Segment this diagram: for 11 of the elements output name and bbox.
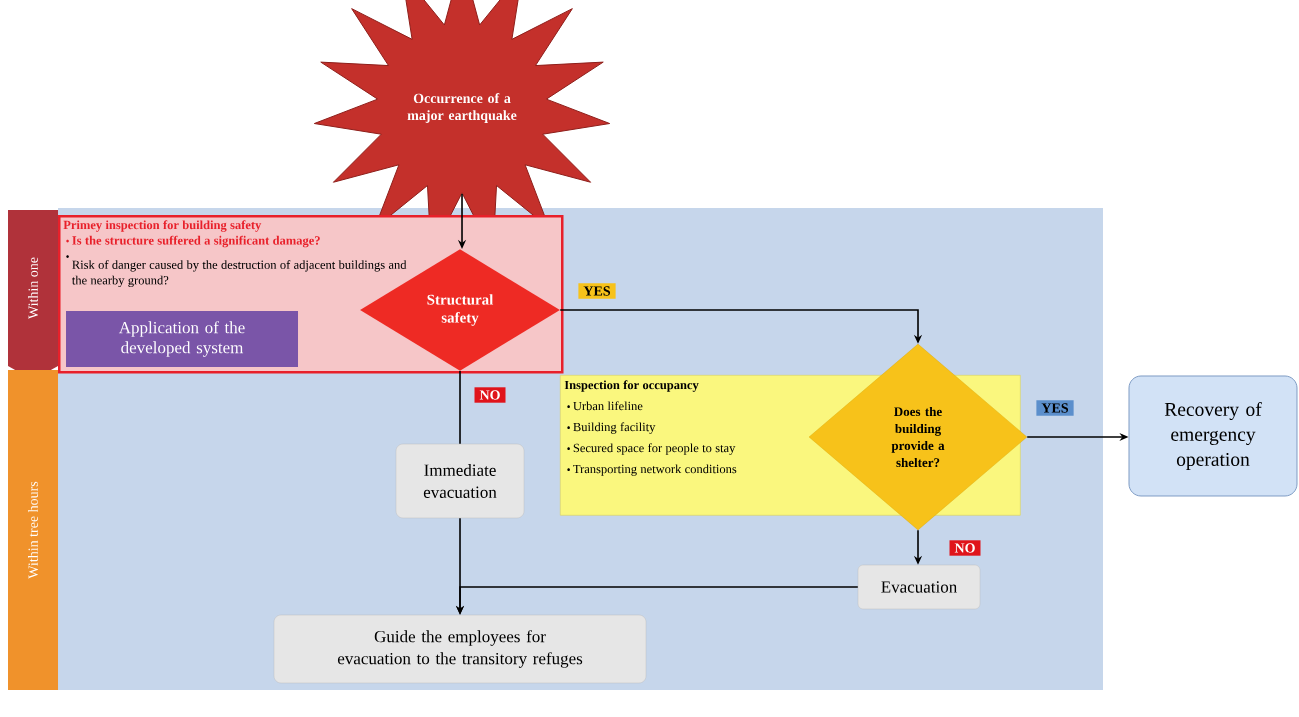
process-box: Recovery of emergency operation — [1128, 375, 1298, 497]
system-box: Application of the developed system — [66, 311, 298, 367]
time-band: Within one — [8, 210, 58, 380]
edge-label: YES — [578, 283, 616, 299]
edge-label: NO — [474, 387, 506, 403]
edge-label: NO — [949, 540, 981, 556]
process-box: Evacuation — [857, 564, 981, 610]
time-band: Within tree hours — [8, 370, 58, 690]
process-box: Guide the employees for evacuation to the transitory refuges — [273, 614, 647, 684]
edge-label: YES — [1036, 400, 1074, 416]
process-box: Immediate evacuation — [395, 443, 525, 519]
